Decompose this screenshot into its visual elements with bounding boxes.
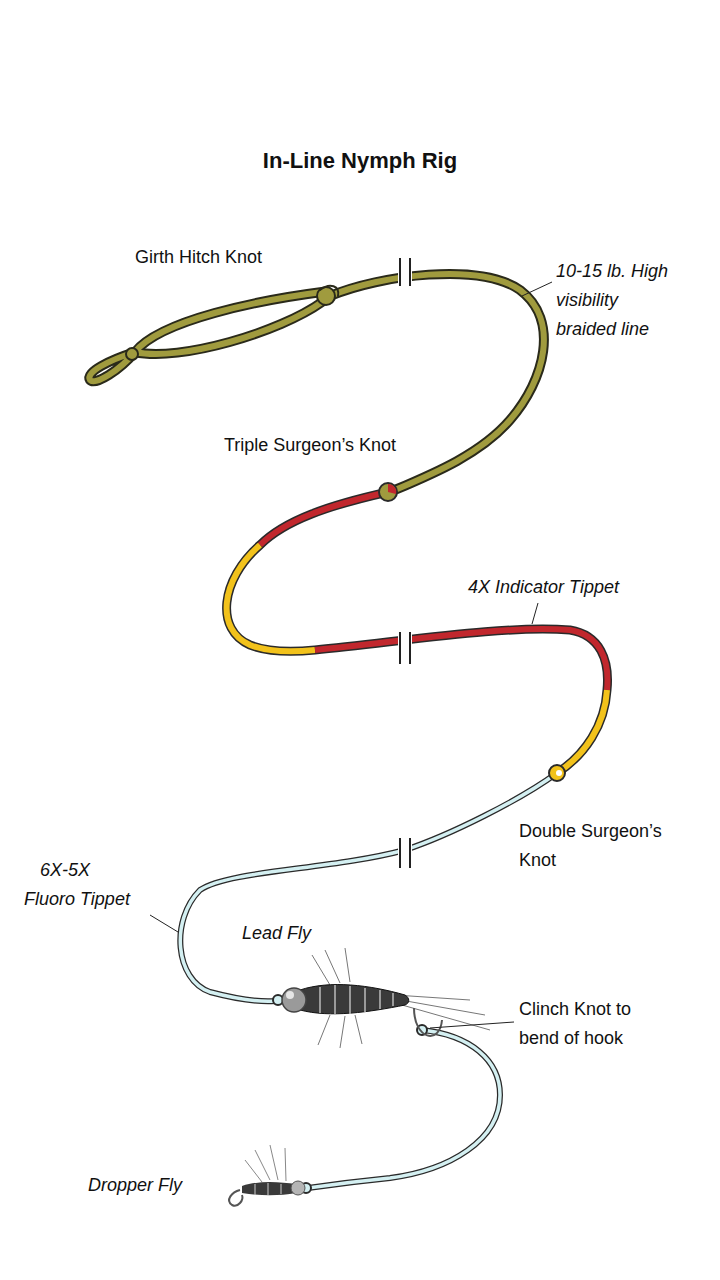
leader-lines [150,282,552,1028]
line-label: 10-15 lb. High visibility braided line [556,257,676,344]
break-marks [398,258,412,868]
indicator-tippet [227,492,608,773]
knot-label: Double Surgeon’s Knot [519,817,679,875]
knot-label: Clinch Knot to bend of hook [519,995,644,1053]
braided-line [89,274,544,492]
fluoro-tippet [180,773,557,1188]
dropper-fly [229,1145,305,1206]
tippet-label: 4X Indicator Tippet [468,576,619,598]
knot-label: Triple Surgeon’s Knot [224,434,396,456]
knot-label: Girth Hitch Knot [135,246,262,268]
fly-label: Dropper Fly [88,1174,182,1196]
fly-label: Lead Fly [242,922,311,944]
diagram-title: In-Line Nymph Rig [0,150,720,172]
tippet-label: 6X-5X Fluoro Tippet [24,856,138,914]
lead-fly [282,948,490,1048]
